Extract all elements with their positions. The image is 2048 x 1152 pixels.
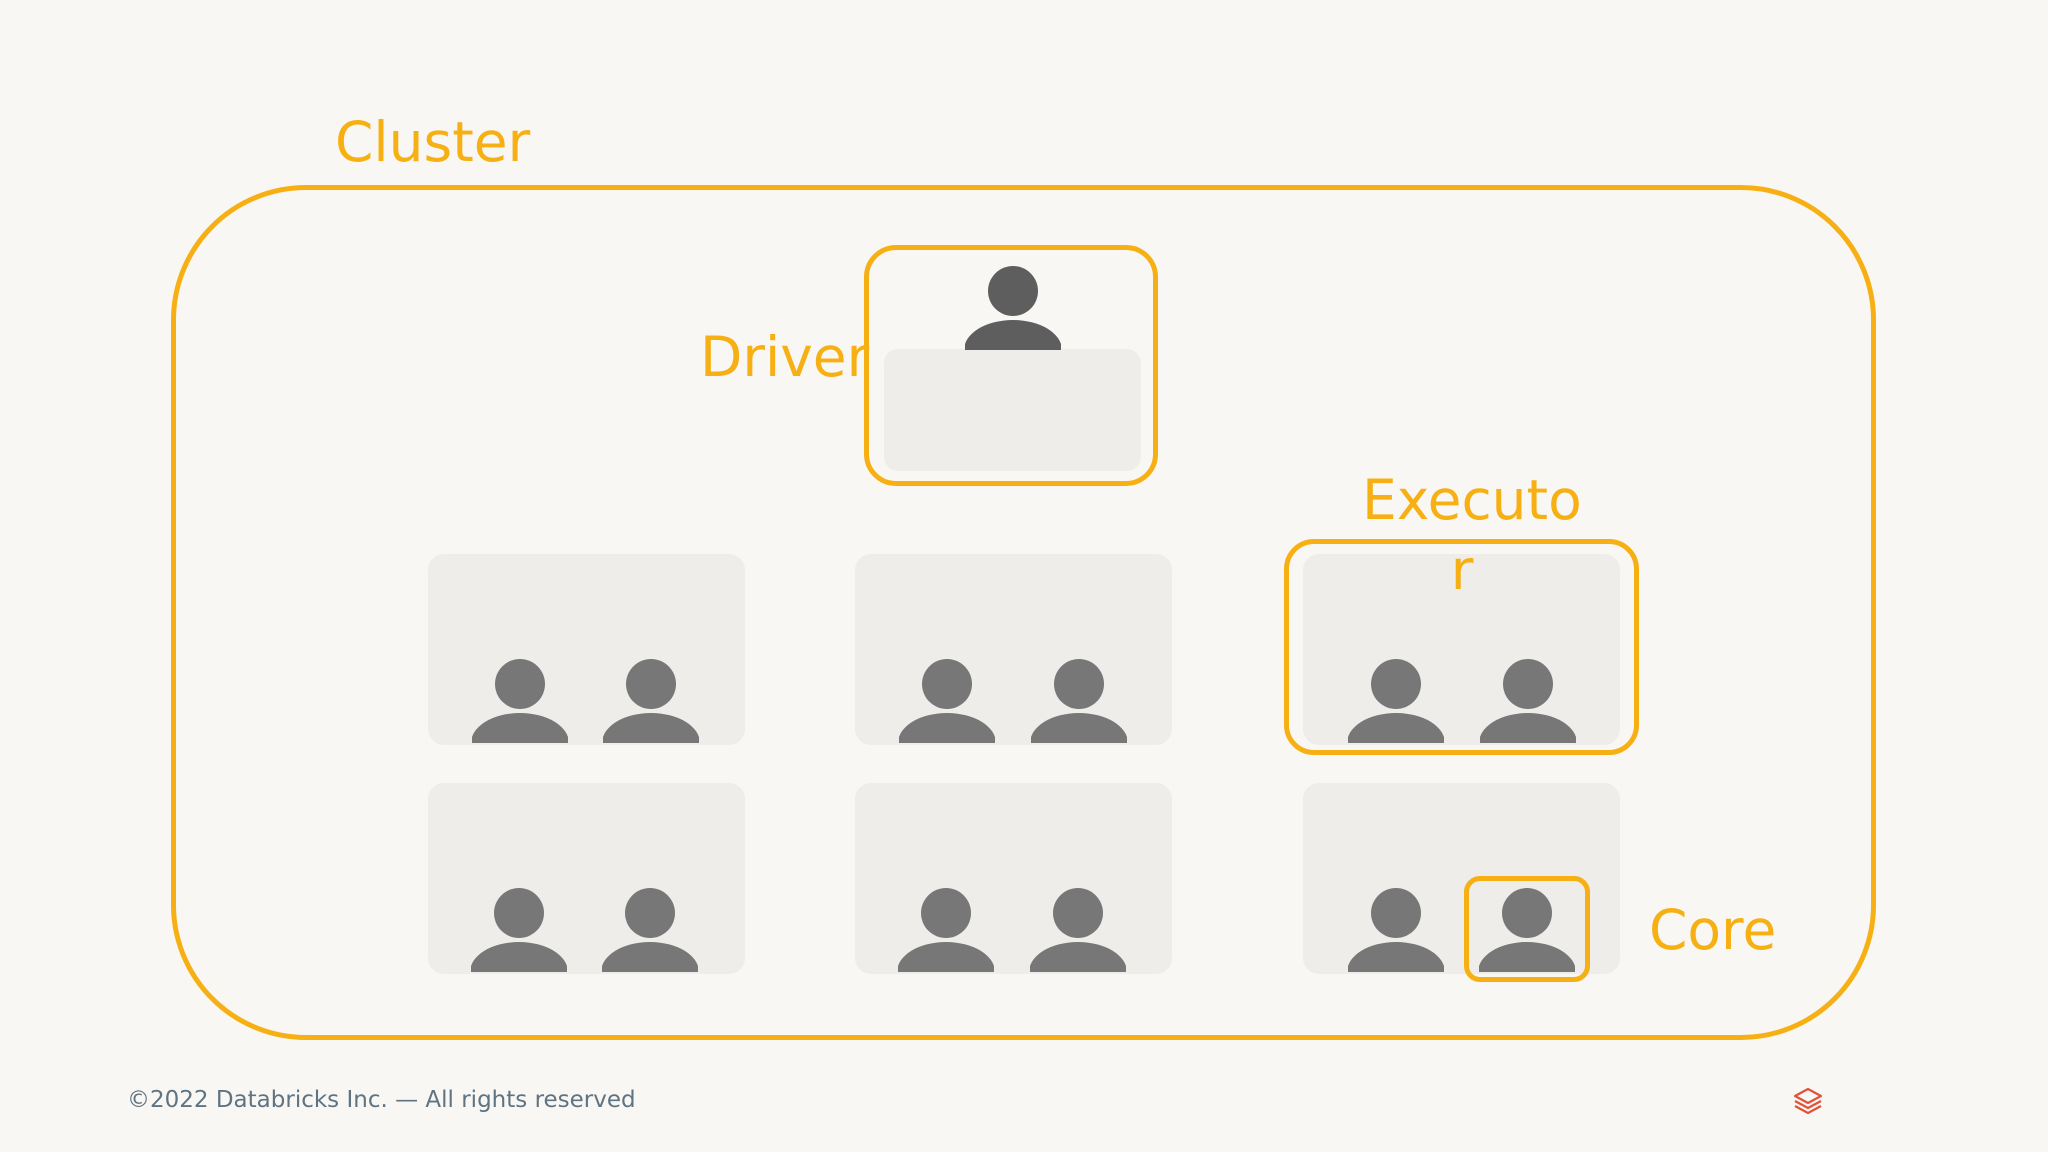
cluster-frame (171, 185, 1876, 1040)
executor-label-line-1: Executo (1362, 468, 1582, 532)
driver-frame (864, 245, 1158, 486)
person-icon (965, 263, 1061, 353)
executor-label-line-2: r (1450, 538, 1474, 602)
core-label: Core (1649, 898, 1777, 962)
driver-node (884, 349, 1141, 471)
cluster-label: Cluster (335, 110, 531, 174)
person-icon (1480, 656, 1576, 746)
person-icon (602, 885, 698, 975)
worker-node-3 (1303, 554, 1620, 745)
worker-node-2 (855, 554, 1172, 745)
core-frame (1464, 876, 1590, 982)
executor-label-wrap: r (1362, 543, 1562, 598)
databricks-logo-icon (1792, 1086, 1824, 1118)
person-icon (1030, 885, 1126, 975)
person-icon (472, 656, 568, 746)
worker-node-1 (428, 554, 745, 745)
worker-node-4 (428, 783, 745, 974)
person-icon (471, 885, 567, 975)
person-icon (1479, 885, 1575, 975)
copyright-text: ©2022 Databricks Inc. — All rights reser… (127, 1087, 636, 1113)
driver-label: Driver (700, 325, 870, 389)
person-icon (1031, 656, 1127, 746)
worker-node-5 (855, 783, 1172, 974)
person-icon (899, 656, 995, 746)
executor-frame (1284, 539, 1639, 755)
executor-label: Executo (1362, 468, 1582, 532)
person-icon (1348, 656, 1444, 746)
person-icon (1348, 885, 1444, 975)
person-icon (898, 885, 994, 975)
person-icon (603, 656, 699, 746)
